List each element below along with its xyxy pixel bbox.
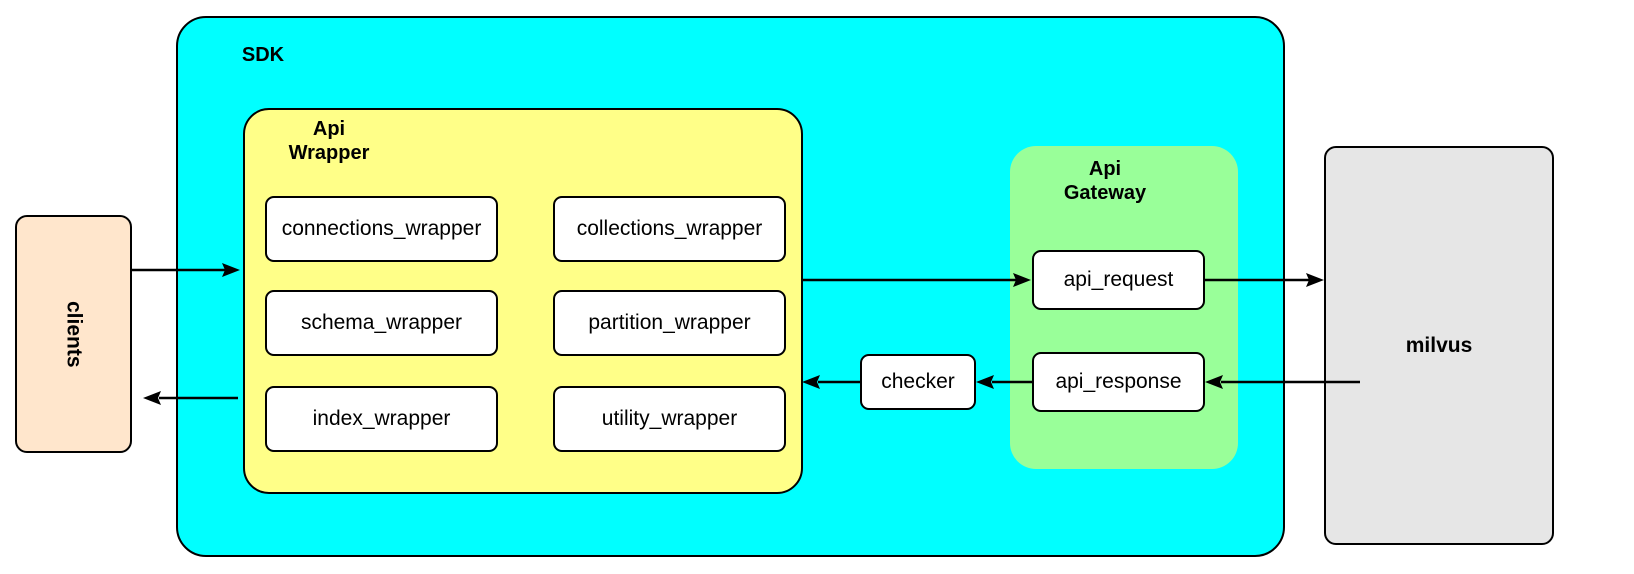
node-checker[interactable]: checker bbox=[860, 354, 976, 410]
node-label: clients bbox=[62, 300, 86, 368]
node-label: api_request bbox=[1063, 268, 1174, 292]
node-milvus[interactable]: milvus bbox=[1324, 146, 1554, 545]
sdk-container-label: SDK bbox=[241, 44, 285, 66]
node-api-response[interactable]: api_response bbox=[1032, 352, 1205, 412]
node-partition-wrapper[interactable]: partition_wrapper bbox=[553, 290, 786, 356]
node-label: collections_wrapper bbox=[576, 217, 763, 241]
node-schema-wrapper[interactable]: schema_wrapper bbox=[265, 290, 498, 356]
node-clients[interactable]: clients bbox=[15, 215, 132, 453]
node-index-wrapper[interactable]: index_wrapper bbox=[265, 386, 498, 452]
node-label: index_wrapper bbox=[312, 407, 451, 431]
node-label: checker bbox=[881, 370, 955, 394]
node-label: schema_wrapper bbox=[300, 311, 463, 335]
node-label: milvus bbox=[1405, 333, 1473, 357]
node-collections-wrapper[interactable]: collections_wrapper bbox=[553, 196, 786, 262]
node-label: partition_wrapper bbox=[588, 311, 751, 335]
api-gateway-container-label: Api Gateway bbox=[1063, 158, 1147, 204]
node-connections-wrapper[interactable]: connections_wrapper bbox=[265, 196, 498, 262]
node-utility-wrapper[interactable]: utility_wrapper bbox=[553, 386, 786, 452]
node-label: connections_wrapper bbox=[281, 217, 482, 241]
api-wrapper-container-label: Api Wrapper bbox=[288, 118, 370, 164]
node-label: utility_wrapper bbox=[601, 407, 738, 431]
node-api-request[interactable]: api_request bbox=[1032, 250, 1205, 310]
node-label: api_response bbox=[1055, 370, 1182, 394]
